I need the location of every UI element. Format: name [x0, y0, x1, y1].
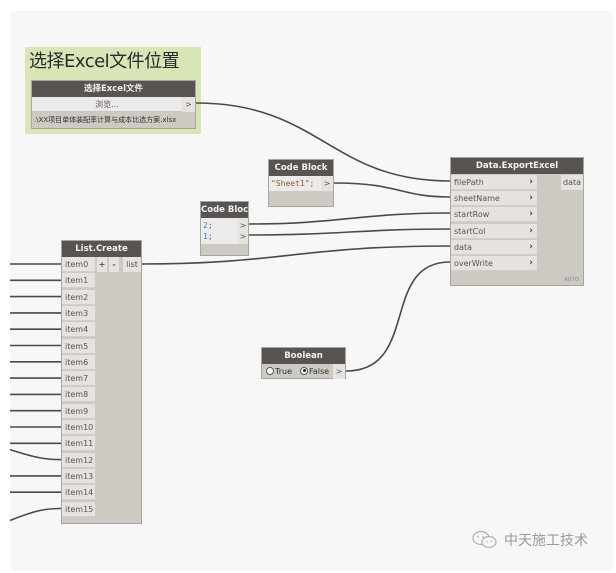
port-label: startCol: [454, 226, 486, 236]
port-label: data: [562, 178, 582, 187]
chevron-right-icon: ›: [529, 258, 533, 268]
code-output-port[interactable]: >: [321, 176, 333, 191]
list-item-port[interactable]: item13: [62, 468, 95, 484]
list-item-port[interactable]: item12: [62, 452, 95, 468]
radio-icon: [266, 366, 274, 375]
port-label: list: [126, 260, 138, 269]
list-item-port[interactable]: item1: [62, 273, 95, 289]
list-item-port[interactable]: item9: [62, 403, 95, 419]
file-path-node[interactable]: 选择Excel文件 浏览... > .\XX项目单体装配率计算与成本比选方案.x…: [31, 80, 196, 129]
chevron-right-icon: ›: [529, 241, 533, 252]
input-port-startcol[interactable]: startCol ›: [451, 223, 537, 239]
input-port-sheetname[interactable]: sheetName ›: [451, 191, 537, 207]
node-title: Data.ExportExcel: [451, 158, 583, 174]
file-path-value: .\XX项目单体装配率计算与成本比选方案.xlsx: [34, 116, 177, 124]
code-number: 2: [203, 221, 208, 230]
browse-label: 浏览...: [95, 100, 119, 109]
input-port-overwrite[interactable]: overWrite ›: [451, 256, 537, 271]
boolean-node[interactable]: Boolean True False >: [261, 347, 346, 379]
code-block-numbers-node[interactable]: Code Block 2; > 1; >: [200, 201, 254, 256]
radio-selected-icon: [300, 366, 308, 375]
list-item-port[interactable]: item11: [62, 436, 95, 452]
list-output-port[interactable]: list: [123, 257, 141, 272]
group-title: 选择Excel文件位置: [29, 51, 180, 72]
list-item-port[interactable]: item4: [62, 322, 95, 338]
port-glyph: >: [323, 179, 331, 188]
lacing-label: AUTO: [564, 277, 579, 283]
chevron-right-icon: ›: [529, 193, 533, 204]
node-title: Code Block: [201, 202, 254, 218]
add-input-button[interactable]: +: [97, 257, 107, 272]
list-item-port[interactable]: item0: [62, 257, 95, 272]
browse-button[interactable]: 浏览...: [32, 97, 182, 112]
code-output-port[interactable]: >: [238, 229, 248, 244]
list-item-port[interactable]: item8: [62, 387, 95, 403]
watermark-text: 中天施工技术: [504, 533, 588, 549]
list-item-port[interactable]: item2: [62, 289, 95, 305]
node-title: List.Create: [62, 241, 141, 257]
port-label: data: [454, 242, 473, 252]
port-glyph: >: [185, 100, 192, 109]
radio-label: False: [309, 367, 330, 376]
input-port-data[interactable]: data ›: [451, 239, 537, 255]
list-item-port[interactable]: item10: [62, 420, 95, 435]
chevron-right-icon: ›: [529, 177, 533, 187]
node-title: 选择Excel文件: [32, 81, 195, 97]
port-label: sheetName: [454, 194, 500, 204]
port-label: filePath: [454, 178, 484, 187]
minus-icon: -: [112, 260, 116, 269]
wechat-icon: [472, 530, 497, 549]
file-path-output-port[interactable]: >: [182, 97, 195, 112]
export-excel-node[interactable]: Data.ExportExcel filePath›sheetName›star…: [450, 157, 584, 286]
code-line[interactable]: 1;: [201, 229, 238, 244]
list-item-port[interactable]: item6: [62, 354, 95, 370]
port-label: overWrite: [454, 259, 493, 268]
port-label: startRow: [454, 210, 490, 220]
remove-input-button[interactable]: -: [109, 257, 119, 272]
list-item-port[interactable]: item14: [62, 485, 95, 501]
false-radio[interactable]: False: [300, 364, 329, 379]
export-output-port[interactable]: data: [561, 175, 583, 190]
code-output-port[interactable]: >: [238, 218, 248, 233]
port-glyph: >: [239, 221, 247, 230]
radio-label: True: [275, 367, 292, 376]
list-item-port[interactable]: item5: [62, 338, 95, 354]
plus-icon: +: [98, 260, 106, 269]
node-title: Boolean: [262, 348, 345, 364]
list-item-port[interactable]: item7: [62, 371, 95, 387]
code-suffix: ;: [207, 232, 213, 241]
port-glyph: >: [335, 367, 343, 376]
port-glyph: >: [239, 232, 247, 241]
list-item-port[interactable]: item15: [62, 501, 95, 517]
watermark: 中天施工技术: [472, 530, 588, 550]
code-input[interactable]: "Sheet1";: [269, 176, 321, 191]
boolean-output-port[interactable]: >: [333, 364, 345, 379]
input-port-startrow[interactable]: startRow ›: [451, 207, 537, 223]
input-port-filepath[interactable]: filePath ›: [451, 175, 537, 190]
code-suffix: ;: [207, 221, 213, 230]
chevron-right-icon: ›: [529, 225, 533, 236]
true-radio[interactable]: True: [266, 364, 292, 379]
code-block-sheet-node[interactable]: Code Block "Sheet1"; >: [268, 159, 334, 207]
node-title: Code Block: [269, 160, 333, 176]
list-item-port[interactable]: item3: [62, 305, 95, 321]
chevron-right-icon: ›: [529, 209, 533, 220]
code-number: 1: [203, 232, 208, 241]
